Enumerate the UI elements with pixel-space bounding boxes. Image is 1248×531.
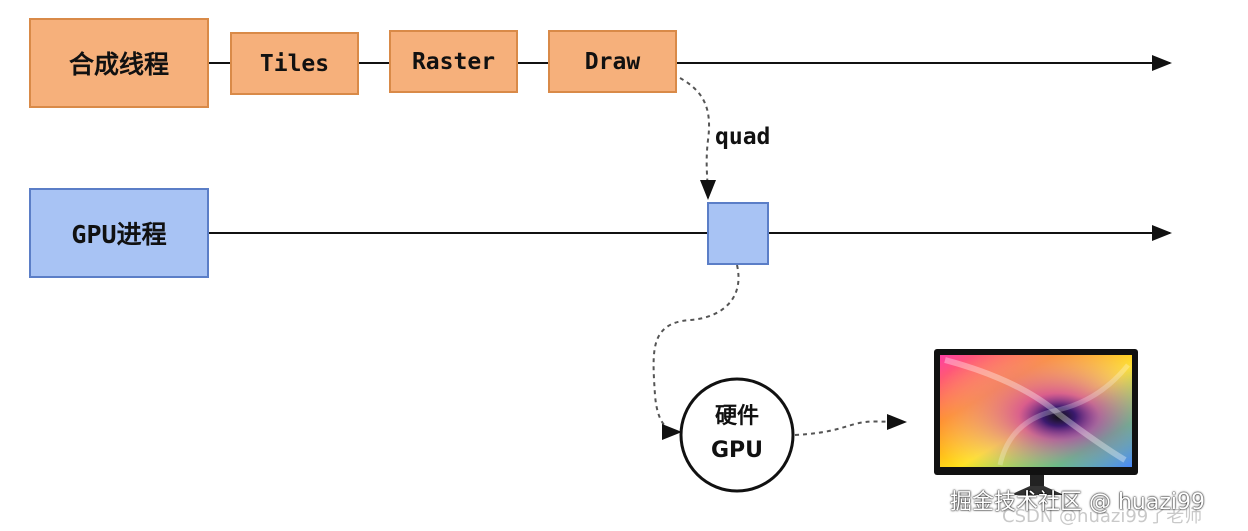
monitor-icon — [934, 349, 1138, 495]
quad-label: quad — [715, 124, 771, 150]
hardware-gpu-text: 硬件 GPU — [681, 400, 793, 468]
hardware-to-monitor-arrow — [794, 413, 907, 436]
gpu-process-label: GPU进程 — [71, 220, 167, 249]
quad-dashed-arrow — [679, 77, 716, 200]
compositor-thread-label: 合成线程 — [68, 50, 169, 79]
raster-step-box: Raster — [389, 30, 518, 93]
gpu-to-hardware-arrow — [652, 264, 740, 440]
hardware-gpu-line1: 硬件 — [714, 404, 759, 429]
watermark-main: 掘金技术社区 @ huazi99 — [950, 490, 1206, 515]
tiles-step-box: Tiles — [230, 32, 359, 95]
compositor-thread-box: 合成线程 — [29, 18, 209, 108]
hardware-gpu-circle — [679, 377, 795, 493]
gpu-process-box: GPU进程 — [29, 188, 209, 278]
quad-gpu-box — [707, 202, 769, 265]
raster-step-label: Raster — [411, 48, 496, 75]
tiles-step-label: Tiles — [259, 50, 330, 77]
draw-step-box: Draw — [548, 30, 677, 93]
watermark-sub: CSDN @huazi99了老师 — [1002, 506, 1203, 527]
hardware-gpu-line2: GPU — [710, 438, 764, 463]
draw-step-label: Draw — [584, 48, 641, 75]
